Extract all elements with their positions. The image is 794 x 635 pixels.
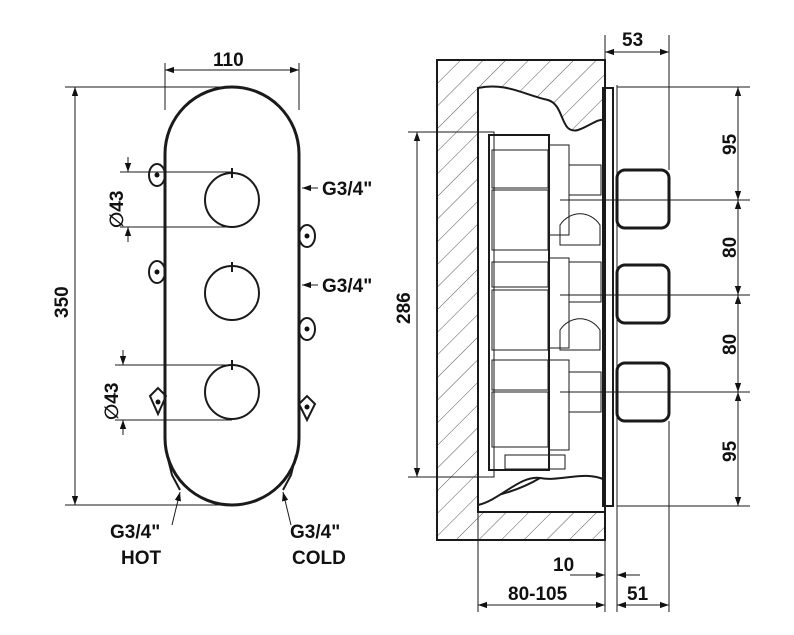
wall-depth-label: 80-105 [508,584,568,605]
top-projection-label: 53 [622,30,643,51]
side-view: 53 286 95 80 80 95 [394,30,750,612]
height-label: 350 [52,286,73,318]
spacing-1-label: 95 [720,133,741,155]
handle-depth-label: 51 [627,584,649,605]
width-dimension: 110 [164,50,300,110]
middle-handle [204,262,260,321]
height-dimension: 350 [52,86,230,506]
mounting-plate [602,87,614,507]
outlet-labels: G3/4" G3/4" [302,179,372,297]
width-label: 110 [213,50,244,71]
outlet-top-label: G3/4" [322,179,372,200]
spacing-2-label: 80 [720,237,741,258]
top-handle [204,168,260,228]
hot-inlet-pipe [166,454,181,491]
center-lines [560,86,750,507]
cold-inlet-pipe [282,454,297,491]
top-projection-dimension: 53 [604,30,670,170]
diameter-bottom-label: ∅43 [102,383,123,420]
cold-size-label: G3/4" [290,522,340,543]
inlet-labels: G3/4" HOT G3/4" COLD [110,491,346,569]
cold-label: COLD [292,548,346,569]
diameter-top-label: ∅43 [107,191,128,228]
spacing-3-label: 80 [720,334,741,355]
body-height-label: 286 [394,292,415,324]
hot-label: HOT [121,548,162,569]
front-view: 110 350 ∅43 ∅43 [52,50,372,569]
bottom-handle [204,360,260,420]
hot-size-label: G3/4" [110,522,160,543]
diameter-bottom-dimension: ∅43 [102,350,232,435]
diameter-top-dimension: ∅43 [107,157,232,242]
depth-dimensions: 10 80-105 51 [477,421,670,612]
plate-thickness-label: 10 [553,555,574,576]
spacing-dimensions: 95 80 80 95 [720,87,742,506]
spacing-4-label: 95 [720,440,741,462]
front-faceplate [163,85,301,507]
outlet-middle-label: G3/4" [322,276,372,297]
mounting-lugs [148,163,317,423]
body-height-dimension: 286 [394,131,490,478]
